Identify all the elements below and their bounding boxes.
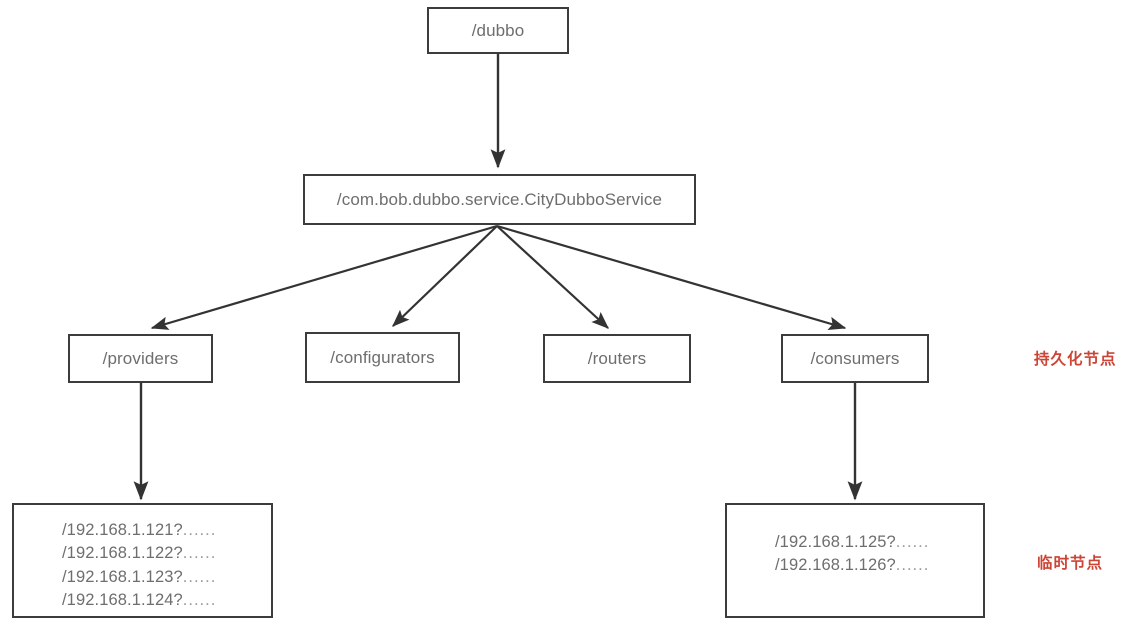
list-item[interactable]: /192.168.1.125?...... <box>775 531 929 554</box>
node-configurators-label: /configurators <box>330 347 435 367</box>
list-item[interactable]: /192.168.1.126?...... <box>775 554 929 577</box>
list-item[interactable]: /192.168.1.123?...... <box>62 566 216 589</box>
node-service[interactable]: /com.bob.dubbo.service.CityDubboService <box>303 174 696 225</box>
edge-service-to-consumers <box>496 224 847 330</box>
node-provider-instances[interactable]: /192.168.1.121?...... /192.168.1.122?...… <box>12 503 273 618</box>
node-root-label: /dubbo <box>471 20 525 40</box>
node-routers-label: /routers <box>587 348 647 368</box>
provider-instance-list: /192.168.1.121?...... /192.168.1.122?...… <box>62 519 216 613</box>
consumer-instance-list: /192.168.1.125?...... /192.168.1.126?...… <box>775 531 929 578</box>
node-service-label: /com.bob.dubbo.service.CityDubboService <box>336 189 663 209</box>
provider-address-ellipsis: ...... <box>182 591 217 610</box>
provider-address: /192.168.1.121? <box>62 521 183 539</box>
consumer-address: /192.168.1.125? <box>775 533 896 551</box>
consumer-address: /192.168.1.126? <box>775 556 896 575</box>
list-item[interactable]: /192.168.1.124?...... <box>62 589 216 612</box>
list-item[interactable]: /192.168.1.121?...... <box>62 519 216 542</box>
consumer-address-ellipsis: ...... <box>895 556 930 575</box>
annotation-persistent-node: 持久化节点 <box>1034 351 1117 368</box>
node-consumers-label: /consumers <box>810 348 900 368</box>
consumer-address-ellipsis: ...... <box>895 533 930 551</box>
node-configurators[interactable]: /configurators <box>305 332 460 383</box>
provider-address-ellipsis: ...... <box>182 567 217 586</box>
annotation-ephemeral-node: 临时节点 <box>1037 555 1104 572</box>
node-providers-label: /providers <box>102 348 179 368</box>
provider-address-ellipsis: ...... <box>182 521 217 539</box>
node-providers[interactable]: /providers <box>68 334 213 383</box>
node-root-dubbo[interactable]: /dubbo <box>427 7 569 54</box>
provider-address: /192.168.1.123? <box>62 567 183 586</box>
edge-service-to-configurators <box>392 225 498 327</box>
provider-address-ellipsis: ...... <box>182 544 217 563</box>
node-routers[interactable]: /routers <box>543 334 691 383</box>
edge-service-to-routers <box>496 225 609 329</box>
list-item[interactable]: /192.168.1.122?...... <box>62 542 216 565</box>
provider-address: /192.168.1.122? <box>62 544 183 563</box>
edge-service-to-providers <box>150 224 498 330</box>
node-consumers[interactable]: /consumers <box>781 334 929 383</box>
provider-address: /192.168.1.124? <box>62 591 183 610</box>
node-consumer-instances[interactable]: /192.168.1.125?...... /192.168.1.126?...… <box>725 503 985 618</box>
